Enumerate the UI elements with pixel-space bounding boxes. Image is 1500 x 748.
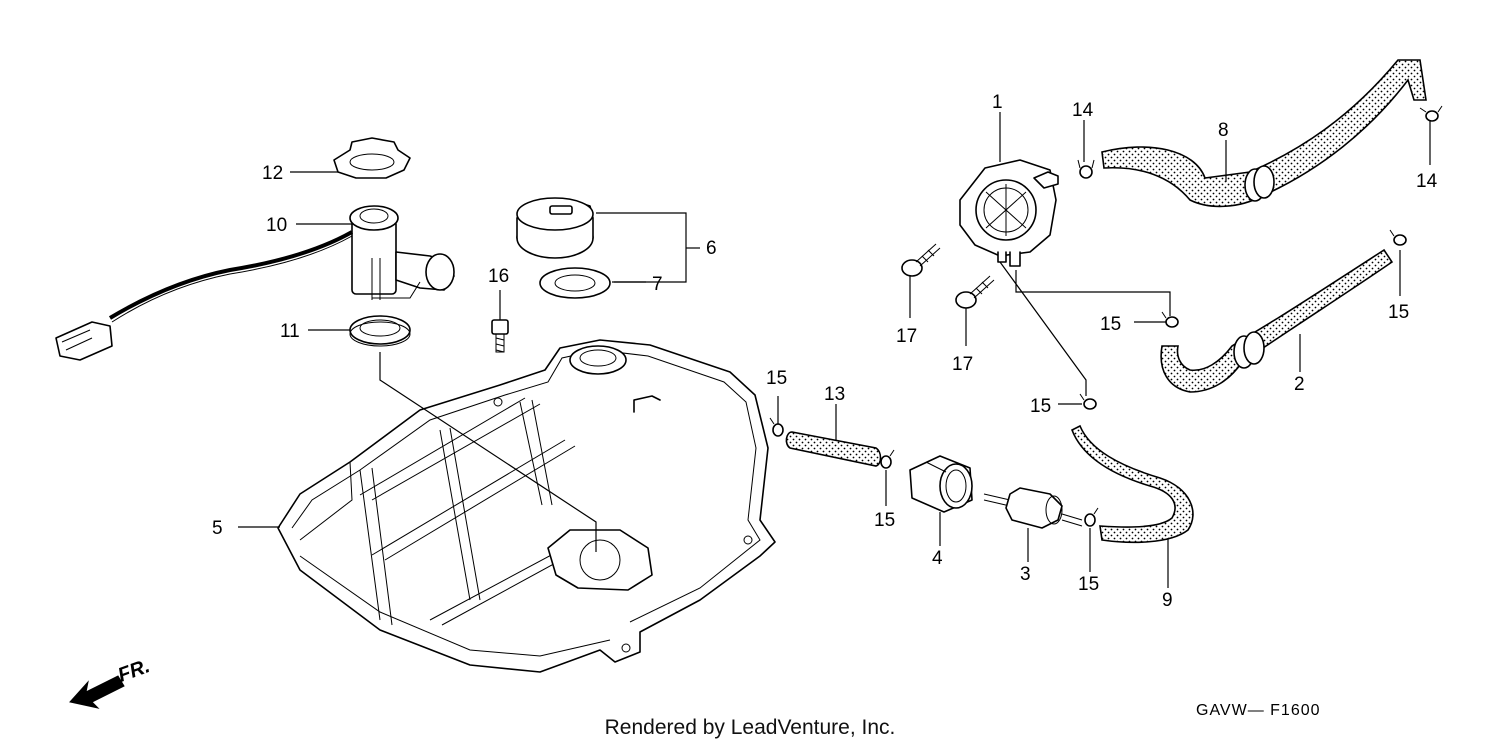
bolt-17-b [955,275,995,309]
callout-15-center: 15 [874,510,895,531]
front-direction-arrow-icon [69,675,125,709]
callout-15-left: 15 [766,368,787,389]
hose-2 [1160,248,1394,393]
callout-15-mid: 15 [1100,314,1121,335]
callout-13: 13 [824,384,845,405]
diagram-code: GAVW— F1600 [1196,702,1321,719]
callout-10: 10 [266,215,287,236]
callout-14-right: 14 [1416,171,1438,192]
fuel-filler-cap [516,197,594,259]
bolt-16 [491,319,509,353]
callout-1: 1 [992,92,1003,113]
clip-14-right [1419,105,1443,122]
callout-15-lower: 15 [1030,396,1051,417]
hose-8 [1101,59,1427,208]
bolt-17-a [901,243,941,277]
clip-14-left [1077,159,1095,179]
clip-15-center [880,449,895,469]
clip-15-upper-right [1389,229,1407,246]
callout-15-bottom: 15 [1078,574,1099,595]
callout-5: 5 [212,518,223,539]
pump-retainer-ring [333,137,411,179]
callout-3: 3 [1020,564,1031,585]
callout-17-right: 17 [952,354,973,375]
cap-gasket [539,267,611,299]
callout-12: 12 [262,163,283,184]
leader-lines [238,112,1431,588]
callout-17-left: 17 [896,326,917,347]
callout-15-upper-right: 15 [1388,302,1409,323]
callout-4: 4 [932,548,943,569]
callout-11: 11 [280,321,300,342]
clip-15-mid [1161,311,1179,328]
callout-16: 16 [488,266,509,287]
hose-9 [1070,424,1194,544]
callout-2: 2 [1294,374,1305,395]
callout-9: 9 [1162,590,1173,611]
clip-15-left [769,417,784,437]
clip-15-bottom [1084,507,1099,527]
fuel-pump-unit [55,205,455,361]
hose-13 [785,431,882,467]
fuel-valve [959,159,1059,267]
fuel-filter [983,487,1083,529]
clip-15-lower [1079,393,1097,410]
callout-labels: 1 2 3 4 5 6 7 8 9 10 11 12 13 14 14 15 1… [212,92,1438,611]
callout-14-left: 14 [1072,100,1094,121]
callout-8: 8 [1218,120,1229,141]
fuel-tank [277,339,776,673]
footer-credit: Rendered by LeadVenture, Inc. [604,716,896,739]
fuel-filter-cup [909,455,973,513]
callout-7: 7 [652,274,663,295]
callout-6: 6 [706,238,717,259]
pump-seal-ring [349,315,411,347]
